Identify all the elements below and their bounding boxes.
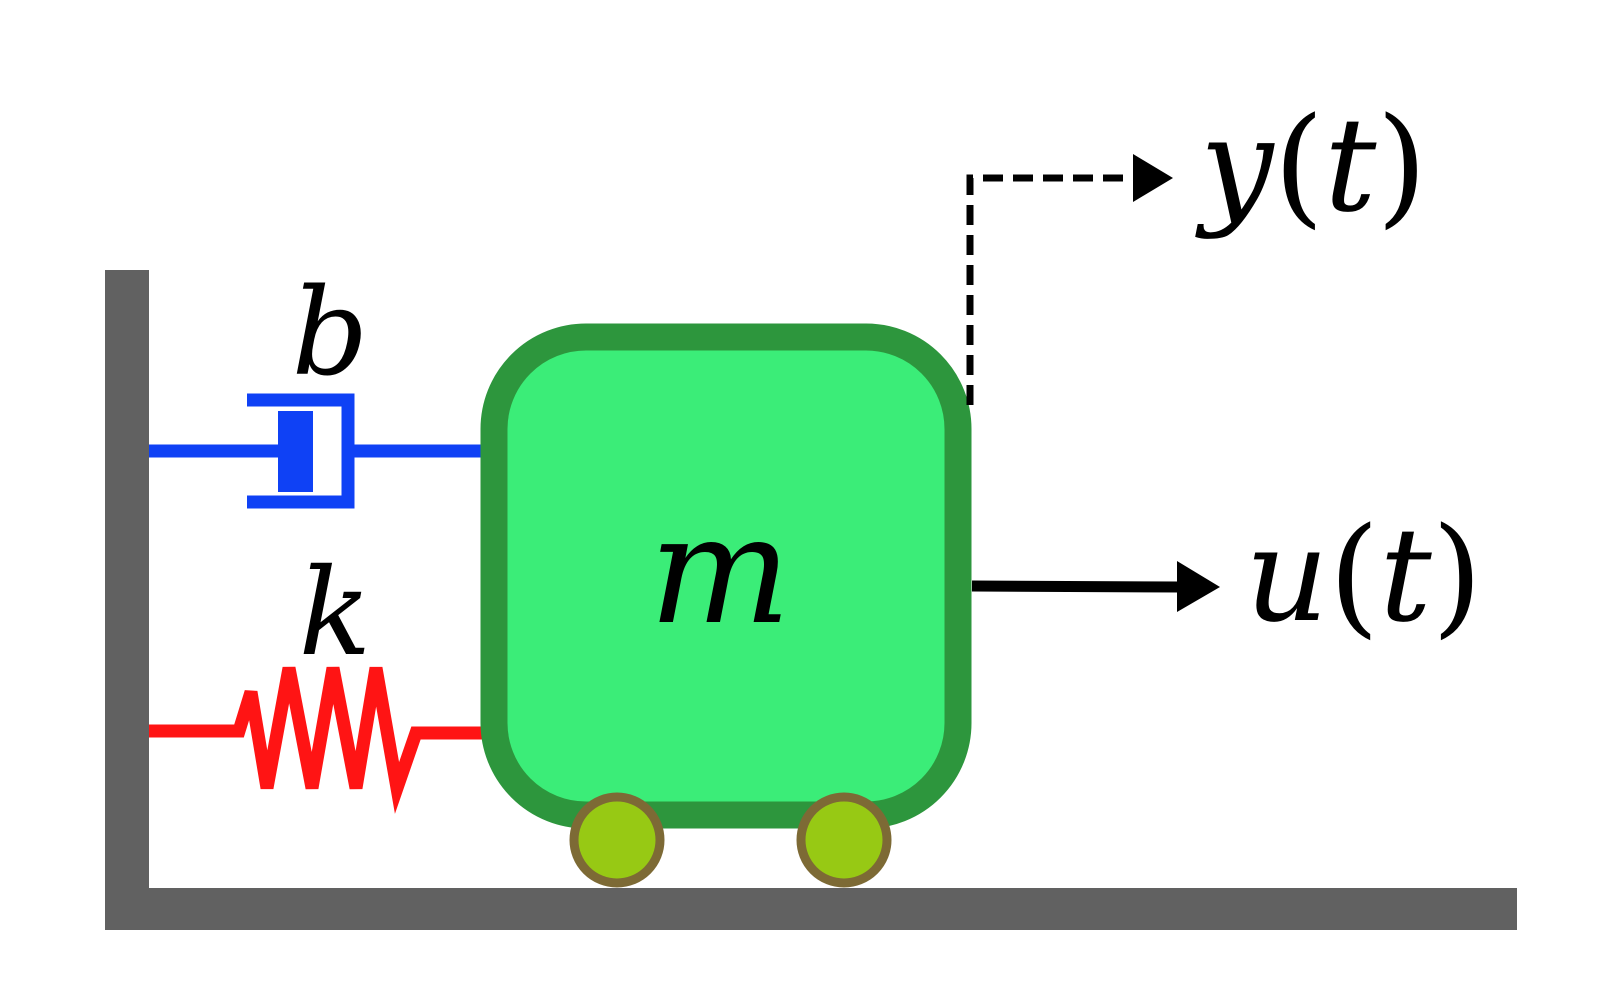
output-label: y(t) xyxy=(1195,89,1427,241)
wheel-left xyxy=(569,792,665,888)
output-signal xyxy=(966,154,1173,405)
input-arrow-line xyxy=(971,580,1181,593)
input-time-var: t xyxy=(1379,499,1432,651)
input-var: u xyxy=(1245,499,1329,651)
spring-label: k xyxy=(299,544,372,683)
output-close-paren: ) xyxy=(1376,89,1427,241)
output-time-var: t xyxy=(1324,89,1377,241)
damper-piston xyxy=(278,411,313,492)
damper-label: b xyxy=(292,264,369,403)
output-arrowhead xyxy=(1133,154,1173,202)
output-var: y xyxy=(1195,89,1275,241)
mass-label: m xyxy=(649,484,791,658)
damper xyxy=(149,393,484,509)
output-open-paren: ( xyxy=(1273,89,1324,241)
wheel-right xyxy=(796,792,892,888)
input-arrowhead xyxy=(1177,561,1220,612)
output-dashed-line xyxy=(966,174,1133,405)
floor xyxy=(105,888,1517,930)
input-label: u(t) xyxy=(1245,499,1482,651)
input-signal xyxy=(971,561,1220,612)
wall-and-floor xyxy=(105,270,1517,930)
input-close-paren: ) xyxy=(1432,499,1483,651)
wall xyxy=(105,270,149,920)
mass-block xyxy=(480,323,972,829)
spring xyxy=(149,666,484,814)
input-open-paren: ( xyxy=(1329,499,1380,651)
